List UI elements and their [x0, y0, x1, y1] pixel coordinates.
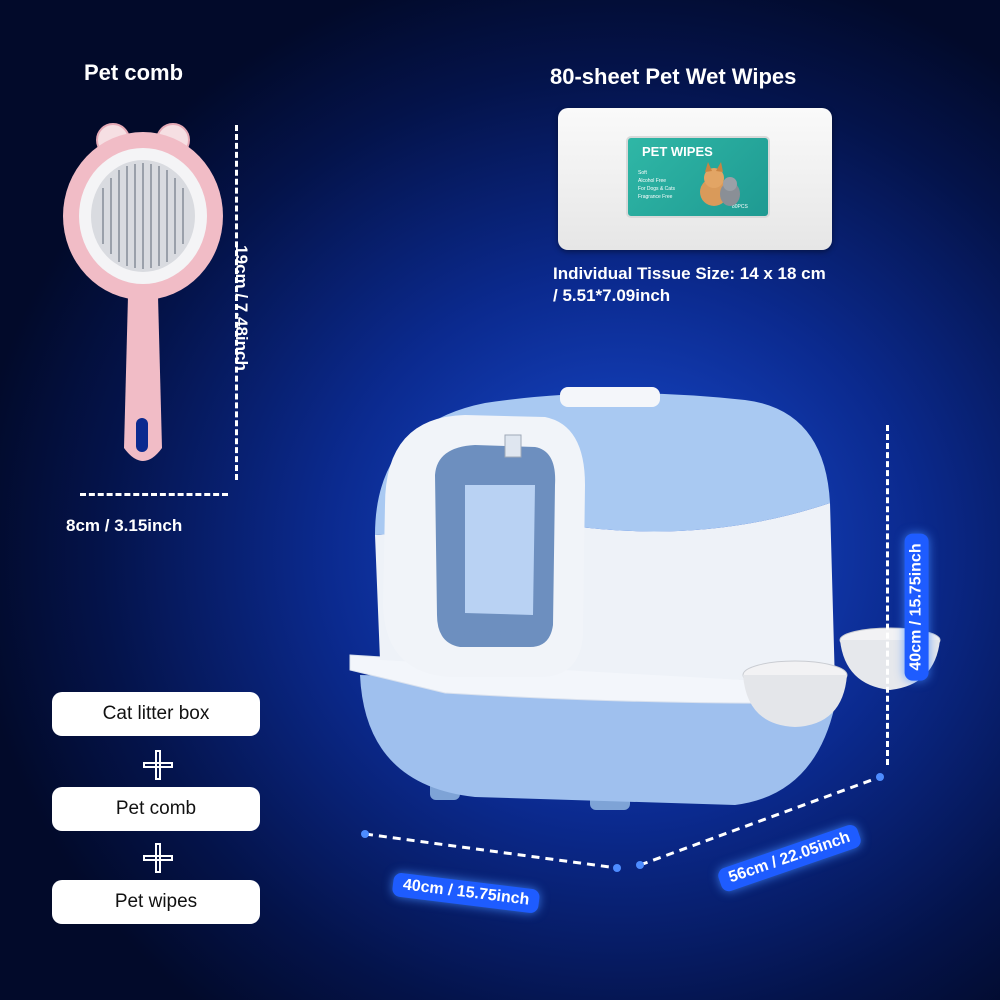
box-height-line — [886, 425, 889, 765]
content-item-pet-comb: Pet comb — [52, 787, 260, 831]
comb-title: Pet comb — [84, 60, 184, 85]
content-item-pet-wipes: Pet wipes — [52, 880, 260, 924]
tissue-size-line1: Individual Tissue Size: 14 x 18 cm — [553, 264, 826, 283]
dog-cat-photo — [700, 162, 740, 206]
comb-width-label: 8cm / 3.15inch — [66, 516, 183, 535]
box-depth-line — [636, 773, 884, 869]
comb-height-label: 19cm / 7.48inch — [231, 245, 251, 371]
box-height-label: 40cm / 15.75inch — [904, 533, 929, 681]
wipes-feature: Fragrance Free — [638, 194, 673, 200]
content-item-litter-box: Cat litter box — [52, 692, 260, 736]
box-width-line — [361, 830, 621, 872]
plus-icon — [143, 843, 173, 873]
comb-width-line — [80, 493, 228, 496]
comb-height-line — [235, 125, 238, 480]
cat-litter-box-image — [349, 387, 941, 810]
tissue-size-line2: / 5.51*7.09inch — [553, 286, 671, 305]
wipes-title: 80-sheet Pet Wet Wipes — [550, 64, 797, 89]
wipes-feature: Soft — [638, 170, 647, 176]
plus-icon — [143, 750, 173, 780]
pet-comb-image — [63, 123, 223, 461]
wipes-feature: For Dogs & Cats — [638, 186, 675, 192]
wipes-brand: PET WIPES — [642, 144, 713, 159]
wipes-feature: Alcohol Free — [638, 178, 667, 184]
wipes-count: 80PCS — [732, 204, 748, 210]
wipes-pack-label: PET WIPES Soft Alcohol Free For Dogs & C… — [626, 136, 770, 218]
wet-wipes-image: PET WIPES Soft Alcohol Free For Dogs & C… — [558, 108, 832, 250]
